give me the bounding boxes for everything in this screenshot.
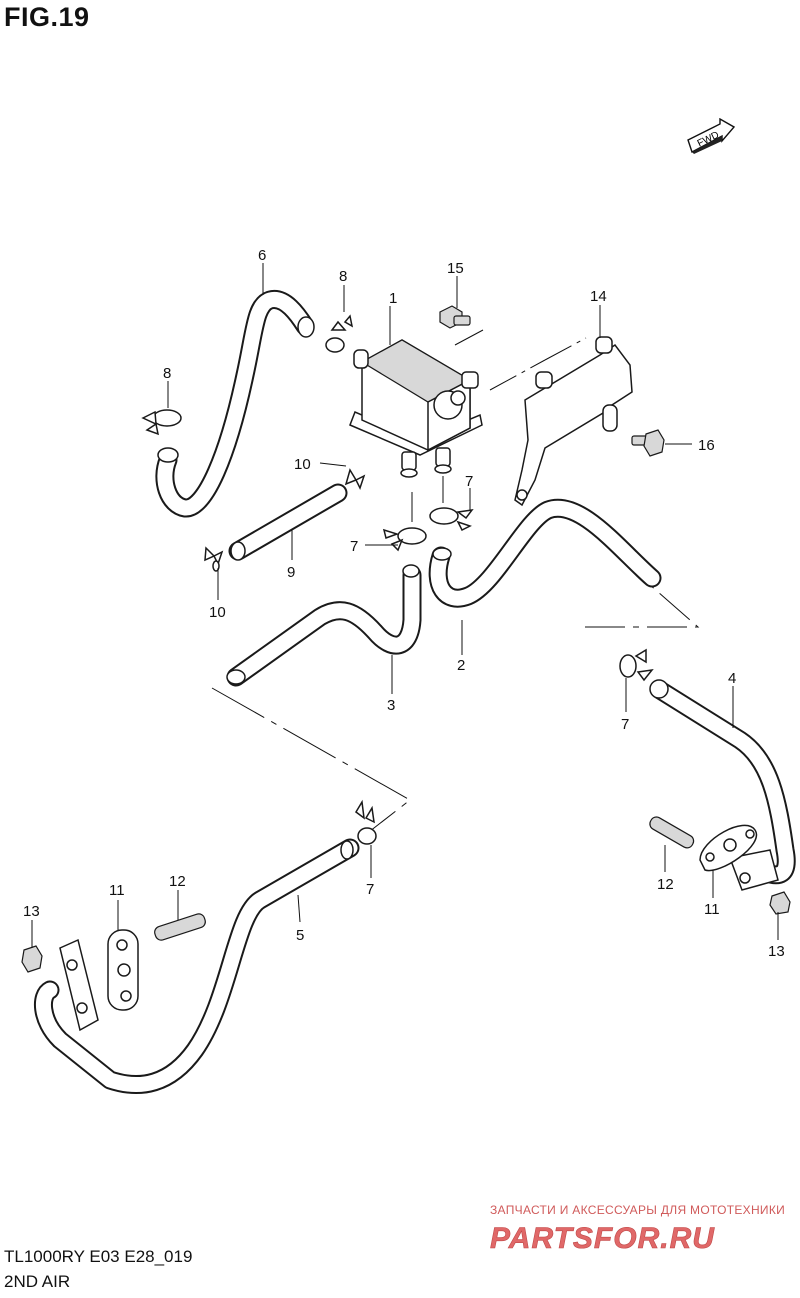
gasket-11-left bbox=[107, 929, 139, 1011]
callout-8-upper: 8 bbox=[339, 268, 347, 285]
hose-3 bbox=[226, 564, 422, 687]
clamp-10-right bbox=[344, 468, 366, 490]
nut-13-left bbox=[21, 945, 43, 973]
callout-14: 14 bbox=[590, 288, 607, 305]
callout-2: 2 bbox=[457, 657, 465, 674]
callout-7-a: 7 bbox=[350, 538, 358, 555]
callout-13-left: 13 bbox=[23, 903, 40, 920]
callout-11-left: 11 bbox=[109, 882, 125, 899]
callout-1: 1 bbox=[389, 290, 397, 307]
hose-2 bbox=[428, 498, 662, 608]
callout-7-d: 7 bbox=[366, 881, 374, 898]
watermark-logo: PARTSFOR.RU bbox=[490, 1222, 715, 1256]
pipe-4 bbox=[649, 679, 796, 891]
clamp-8-upper bbox=[325, 314, 354, 353]
clamp-10-left bbox=[204, 546, 224, 572]
bolt-15 bbox=[439, 305, 471, 329]
watermark-tagline: ЗАПЧАСТИ И АКСЕССУАРЫ ДЛЯ МОТОТЕХНИКИ bbox=[490, 1203, 786, 1217]
callout-9: 9 bbox=[287, 564, 295, 581]
callout-6: 6 bbox=[258, 247, 266, 264]
stud-12-left bbox=[154, 913, 206, 941]
guide-lines bbox=[211, 329, 700, 836]
callout-4: 4 bbox=[728, 670, 736, 687]
leader-lines bbox=[31, 263, 779, 948]
callout-7-b: 7 bbox=[465, 473, 473, 490]
stud-12-right bbox=[649, 816, 695, 849]
pipe-5 bbox=[33, 838, 360, 1095]
gasket-11-right bbox=[699, 824, 758, 872]
callout-10-right: 10 bbox=[294, 456, 311, 473]
clamp-7-a bbox=[382, 527, 427, 552]
watermark-logo-text: PARTSFOR.RU bbox=[490, 1222, 715, 1255]
fwd-arrow-icon: FWD bbox=[687, 118, 736, 154]
clamp-7-c bbox=[619, 648, 654, 682]
figure-title: FIG.19 bbox=[4, 2, 90, 32]
callout-12-left: 12 bbox=[169, 873, 186, 890]
callout-7-c: 7 bbox=[621, 716, 629, 733]
hose-9 bbox=[228, 483, 348, 561]
air-valve-1 bbox=[349, 339, 483, 478]
callout-12-right: 12 bbox=[657, 876, 674, 893]
callout-15: 15 bbox=[447, 260, 464, 277]
hose-6 bbox=[155, 290, 315, 518]
callout-3: 3 bbox=[387, 697, 395, 714]
clamp-7-d bbox=[355, 799, 377, 845]
model-code: TL1000RY E03 E28_019 bbox=[4, 1247, 193, 1266]
bolt-16 bbox=[631, 429, 665, 457]
nut-13-right bbox=[769, 891, 791, 915]
callout-13-right: 13 bbox=[768, 943, 785, 960]
callout-16: 16 bbox=[698, 437, 715, 454]
callout-10-left: 10 bbox=[209, 604, 226, 621]
clamp-8-left bbox=[141, 409, 182, 436]
clamp-7-b bbox=[429, 507, 474, 532]
callout-8-left: 8 bbox=[163, 365, 171, 382]
callout-labels: 1 2 3 4 5 6 7 7 7 7 8 8 9 10 10 11 11 12… bbox=[23, 247, 785, 960]
callout-11-right: 11 bbox=[704, 901, 720, 918]
section-name: 2ND AIR bbox=[4, 1272, 71, 1291]
bracket-14 bbox=[514, 336, 633, 507]
callout-5: 5 bbox=[296, 927, 304, 944]
